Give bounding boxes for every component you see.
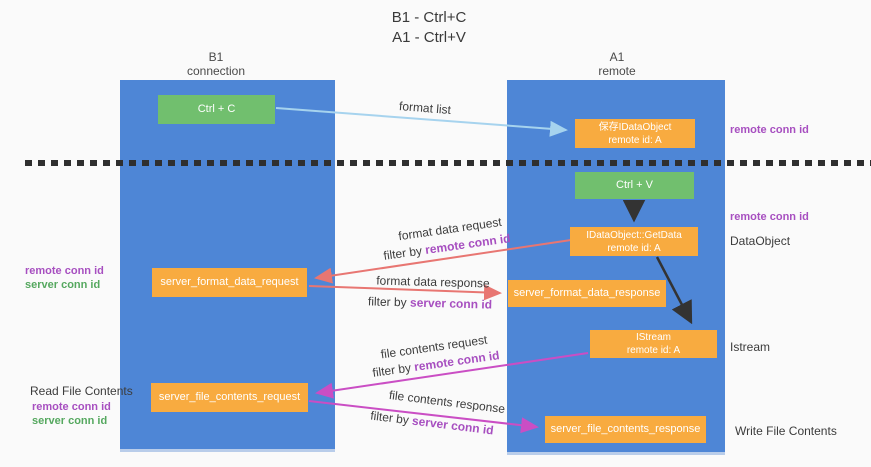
node-server-format-data-request: server_format_data_request xyxy=(152,268,307,297)
column-header-a1: A1 remote xyxy=(598,50,635,78)
getdata-line1: IDataObject::GetData xyxy=(586,229,682,241)
label-format-list: format list xyxy=(398,98,452,118)
side-remote-conn-id-mid-right: remote conn id xyxy=(730,211,809,223)
label-filter-server-1: filter by server conn id xyxy=(368,294,492,311)
server-format-data-response-label: server_format_data_response xyxy=(513,287,661,299)
side-dataobject: DataObject xyxy=(730,234,791,248)
side-remote-conn-id-top-right: remote conn id xyxy=(730,124,809,136)
getdata-line2: remote id: A xyxy=(607,242,661,254)
istream-line1: IStream xyxy=(635,332,671,343)
server-conn-id-text: server conn id xyxy=(411,413,495,438)
node-server-format-data-response: server_format_data_response xyxy=(508,280,666,307)
save-idataobject-line2: remote id: A xyxy=(608,134,662,146)
column-b1-role: connection xyxy=(186,64,246,78)
node-server-file-contents-response: server_file_contents_response xyxy=(545,416,706,443)
node-idataobject-getdata: IDataObject::GetData remote id: A xyxy=(570,227,698,256)
side-read-file-contents: Read File Contents xyxy=(30,384,133,398)
node-ctrl-c: Ctrl + C xyxy=(158,95,275,124)
node-ctrl-v: Ctrl + V xyxy=(575,172,694,199)
filter-by-text: filter by xyxy=(382,243,427,263)
server-file-contents-request-label: server_file_contents_request xyxy=(158,391,301,403)
istream-line2: remote id: A xyxy=(626,345,681,356)
label-format-data-response: format data response xyxy=(376,273,490,291)
side-istream: Istream xyxy=(730,340,771,354)
title-line-2: A1 - Ctrl+V xyxy=(392,29,466,46)
column-b1-name: B1 xyxy=(208,50,224,64)
node-server-file-contents-request: server_file_contents_request xyxy=(151,383,308,412)
node-istream: IStream remote id: A xyxy=(590,330,717,358)
filter-by-text: filter by xyxy=(367,294,411,310)
side-remote-conn-id-mid-left: remote conn id xyxy=(25,265,104,277)
label-filter-server-2: filter by server conn id xyxy=(370,408,495,437)
column-header-b1: B1 connection xyxy=(187,50,245,78)
side-server-conn-id-mid-left: server conn id xyxy=(25,279,101,291)
ctrl-c-label: Ctrl + C xyxy=(197,103,236,115)
ctrl-v-label: Ctrl + V xyxy=(616,179,653,191)
side-remote-conn-id-bottom-left: remote conn id xyxy=(32,401,111,413)
node-save-idataobject: 保存IDataObject remote id: A xyxy=(575,119,695,148)
server-format-data-request-label: server_format_data_request xyxy=(160,276,299,288)
phase-separator-dashed-line xyxy=(25,160,871,166)
diagram-title: B1 - Ctrl+C A1 - Ctrl+V xyxy=(392,8,467,48)
save-idataobject-line1: 保存IDataObject xyxy=(598,121,672,133)
column-a1-role: remote xyxy=(598,64,636,78)
side-server-conn-id-bottom-left: server conn id xyxy=(32,415,108,427)
title-line-1: B1 - Ctrl+C xyxy=(391,9,467,26)
server-conn-id-text: server conn id xyxy=(409,295,493,312)
side-write-file-contents: Write File Contents xyxy=(735,424,837,438)
filter-by-text: filter by xyxy=(371,360,416,380)
server-file-contents-response-label: server_file_contents_response xyxy=(550,423,701,435)
column-a1-name: A1 xyxy=(609,50,625,64)
filter-by-text: filter by xyxy=(369,408,413,428)
